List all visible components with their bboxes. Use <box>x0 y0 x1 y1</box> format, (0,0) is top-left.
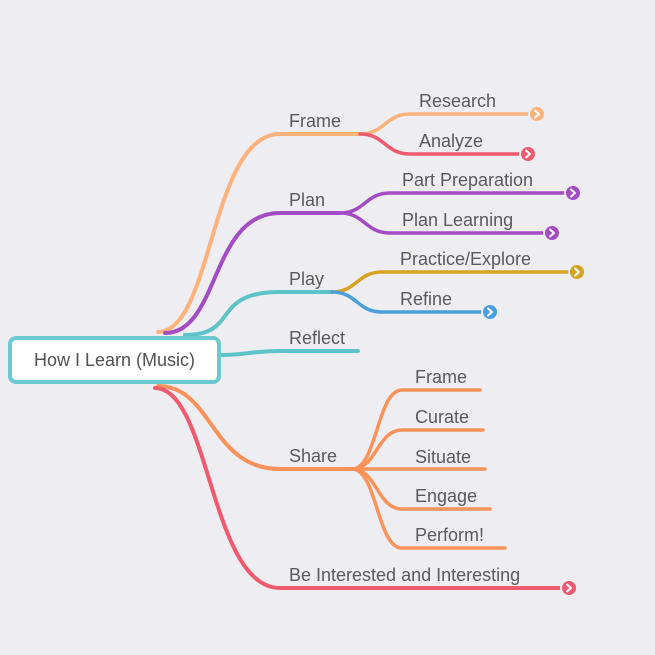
branch-reflect-connector <box>220 349 360 357</box>
branch-plan-connector <box>163 211 342 335</box>
branch-plan-child-plan-learning-connector <box>338 211 554 235</box>
branch-share-child-engage[interactable]: Engage <box>415 486 478 506</box>
branch-reflect[interactable]: Reflect <box>289 328 346 348</box>
branch-play-child-refine-expand-icon[interactable] <box>481 303 499 321</box>
branch-share-connector <box>156 384 354 471</box>
branch-frame[interactable]: Frame <box>289 111 342 131</box>
root-topic-label: How I Learn (Music) <box>33 349 196 370</box>
branch-frame-connector <box>156 132 362 334</box>
branch-frame-child-analyze-expand-icon[interactable] <box>519 145 537 163</box>
branch-play-connector <box>183 290 334 337</box>
branch-play-child-practice-explore-connector <box>330 270 579 294</box>
branch-plan[interactable]: Plan <box>289 190 326 210</box>
branch-be-interested-and-interesting-expand-icon[interactable] <box>560 579 578 597</box>
branch-share-child-perform-connector <box>350 467 507 550</box>
branch-plan-child-plan-learning[interactable]: Plan Learning <box>402 210 514 230</box>
branch-be-interested-and-interesting-connector <box>153 386 571 590</box>
branch-frame-child-research-expand-icon[interactable] <box>528 105 546 123</box>
branch-play[interactable]: Play <box>289 269 325 289</box>
branch-share-child-frame[interactable]: Frame <box>415 367 468 387</box>
branch-play-child-refine[interactable]: Refine <box>400 289 453 309</box>
branch-be-interested-and-interesting[interactable]: Be Interested and Interesting <box>289 565 521 585</box>
branch-frame-child-analyze[interactable]: Analyze <box>419 131 484 151</box>
branch-share[interactable]: Share <box>289 446 338 466</box>
branch-play-child-refine-connector <box>330 290 492 314</box>
branch-share-child-curate[interactable]: Curate <box>415 407 470 427</box>
branch-share-child-frame-connector <box>350 388 482 471</box>
branch-play-child-practice-explore-expand-icon[interactable] <box>568 263 586 281</box>
branch-play-child-practice-explore[interactable]: Practice/Explore <box>400 249 532 269</box>
root-topic[interactable]: How I Learn (Music) <box>8 336 221 384</box>
branch-share-child-situate[interactable]: Situate <box>415 447 472 467</box>
branch-plan-child-part-preparation-expand-icon[interactable] <box>564 184 582 202</box>
branch-frame-child-research[interactable]: Research <box>419 91 497 111</box>
branch-plan-child-part-preparation[interactable]: Part Preparation <box>402 170 534 190</box>
branch-share-child-perform[interactable]: Perform! <box>415 525 485 545</box>
branch-frame-child-analyze-connector <box>358 132 530 156</box>
branch-plan-child-plan-learning-expand-icon[interactable] <box>543 224 561 242</box>
